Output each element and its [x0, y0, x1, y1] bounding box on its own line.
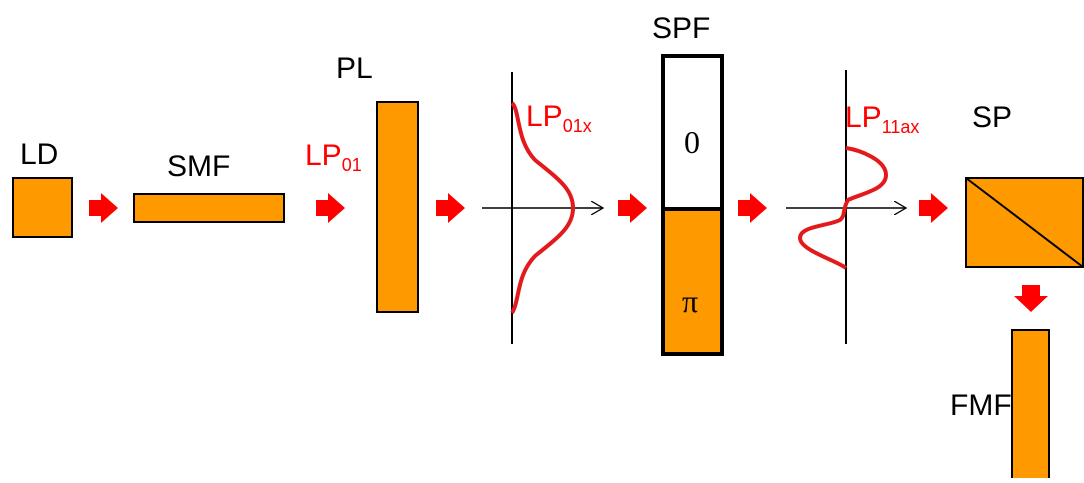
spf-phase-pi: π	[682, 283, 699, 319]
beam-arrow	[919, 193, 948, 223]
ld-box	[12, 177, 73, 238]
beam-arrow	[436, 193, 465, 223]
output-mode-label: LP11ax	[845, 101, 920, 137]
input-mode-base: LP	[305, 139, 342, 172]
ld-label: LD	[20, 138, 59, 171]
input-mode-label: LP01	[305, 139, 362, 175]
smf-box	[133, 193, 285, 223]
beam-arrow	[618, 193, 647, 223]
pl-label: PL	[336, 52, 373, 85]
beam-arrow	[316, 193, 345, 223]
beam-arrow	[738, 193, 767, 223]
beam-arrows	[89, 193, 1048, 312]
lp11ax-profile-curve	[797, 146, 889, 270]
fmf-box	[1011, 329, 1050, 481]
input-mode-subscript: 01	[341, 155, 362, 175]
beam-arrow-down	[1014, 285, 1048, 312]
sp-diagonal	[965, 177, 1084, 268]
x-polarized-mode-subscript: 01x	[562, 116, 592, 136]
lp01x-profile-curve	[510, 101, 576, 315]
smf-label: SMF	[167, 150, 231, 183]
output-mode-subscript: 11ax	[881, 117, 920, 137]
spf-label: SPF	[652, 12, 711, 45]
beam-arrow	[89, 193, 118, 223]
sp-label: SP	[972, 101, 1013, 134]
pl-box	[376, 101, 419, 313]
spf-upper-segment	[661, 54, 724, 211]
x-polarized-mode-base: LP	[526, 100, 563, 133]
spf-lower-segment	[661, 207, 724, 356]
spf-phase-zero: 0	[684, 124, 700, 160]
x-polarized-mode-label: LP01x	[526, 100, 592, 136]
fmf-label: FMF	[950, 389, 1012, 422]
output-mode-base: LP	[845, 101, 882, 134]
